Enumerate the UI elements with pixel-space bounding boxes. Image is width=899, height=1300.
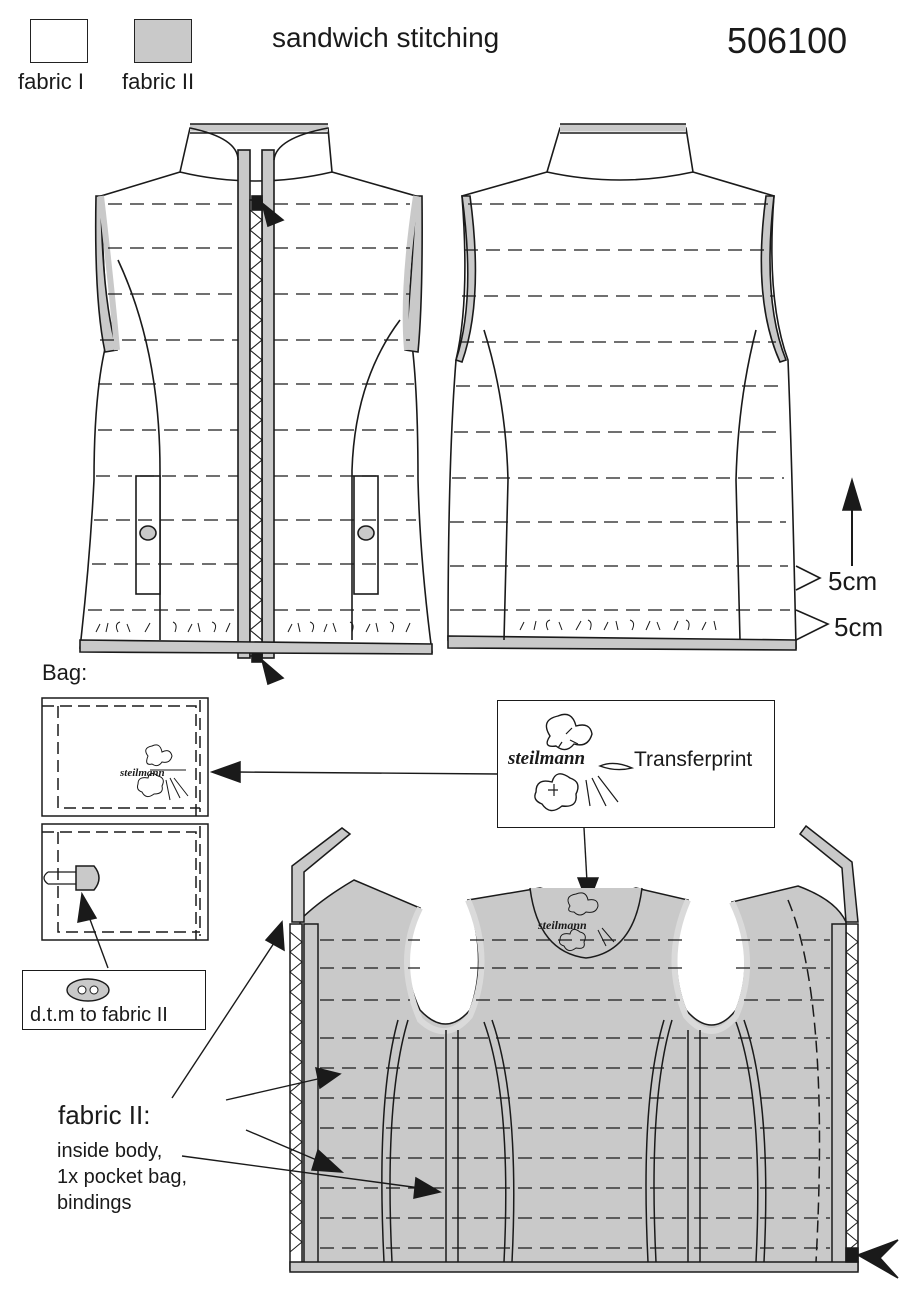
transfer-logo-text: steilmann — [508, 748, 586, 769]
style-number: 506100 — [727, 20, 848, 61]
bag-logo-text: steilmann — [120, 767, 165, 779]
fabric-i-swatch — [30, 19, 88, 63]
page-title: sandwich stitching — [272, 22, 500, 53]
fabric-i-label: fabric I — [18, 69, 85, 94]
detail-box — [22, 970, 206, 1030]
button-icon — [66, 978, 110, 1002]
fabric-ii-note-line-3: bindings — [57, 1192, 132, 1214]
bag-title: Bag: — [42, 660, 88, 685]
fabric-ii-note-title: fabric II: — [58, 1100, 151, 1130]
fabric-ii-note-line-1: inside body, — [57, 1140, 163, 1162]
measurement-upper-label: 5cm — [828, 566, 878, 596]
fabric-ii-swatch — [134, 19, 192, 63]
transfer-label: Transferprint — [634, 748, 753, 771]
measurement-lower-label: 5cm — [834, 612, 884, 642]
inside-logo-text: steilmann — [538, 918, 587, 932]
fabric-ii-label: fabric II — [122, 69, 195, 94]
fabric-ii-note-line-2: 1x pocket bag, — [57, 1166, 188, 1188]
detail-label: d.t.m to fabric II — [30, 1004, 168, 1026]
